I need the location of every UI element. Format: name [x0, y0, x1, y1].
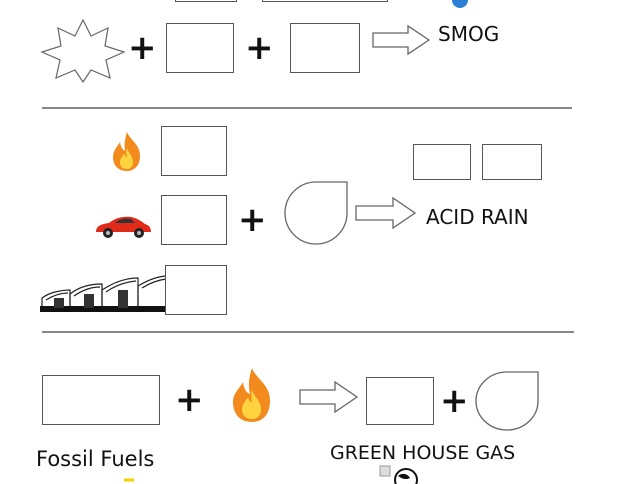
blank-box: [413, 144, 471, 180]
blank-box: [42, 375, 160, 425]
blank-box: [161, 126, 227, 176]
arrow-right-icon: [372, 24, 431, 56]
drop-icon: [284, 181, 348, 245]
star-burst-icon: [40, 18, 126, 84]
top-partial-box-left: [175, 0, 237, 2]
plus-sign: +: [238, 200, 267, 240]
blank-box: [366, 377, 434, 425]
blank-box: [166, 23, 234, 73]
section-divider: [42, 331, 574, 333]
acid-rain-label: ACID RAIN: [426, 205, 529, 229]
fossil-fuels-label: Fossil Fuels: [36, 447, 155, 471]
blank-box: [290, 23, 360, 73]
drop-icon: [475, 371, 539, 431]
blank-box: [161, 195, 227, 245]
blank-box: [165, 265, 227, 315]
globe-icon: [379, 465, 418, 484]
greenhouse-gas-label: GREEN HOUSE GAS: [330, 442, 516, 464]
fire-icon: [233, 368, 270, 422]
fire-icon: [113, 132, 140, 171]
arrow-right-icon: [299, 380, 359, 414]
plus-sign: +: [245, 28, 274, 68]
smog-label: SMOG: [438, 22, 500, 46]
top-partial-box-right: [262, 0, 388, 2]
factory-icon: [40, 275, 170, 312]
plus-sign: +: [440, 381, 469, 421]
partial-shape-icon: [124, 478, 134, 482]
plus-sign: +: [128, 28, 157, 68]
arrow-right-icon: [355, 196, 417, 230]
globe-icon: [452, 0, 468, 8]
car-icon: [96, 216, 151, 238]
blank-box: [482, 144, 542, 180]
section-divider: [42, 107, 572, 109]
plus-sign: +: [175, 380, 204, 420]
